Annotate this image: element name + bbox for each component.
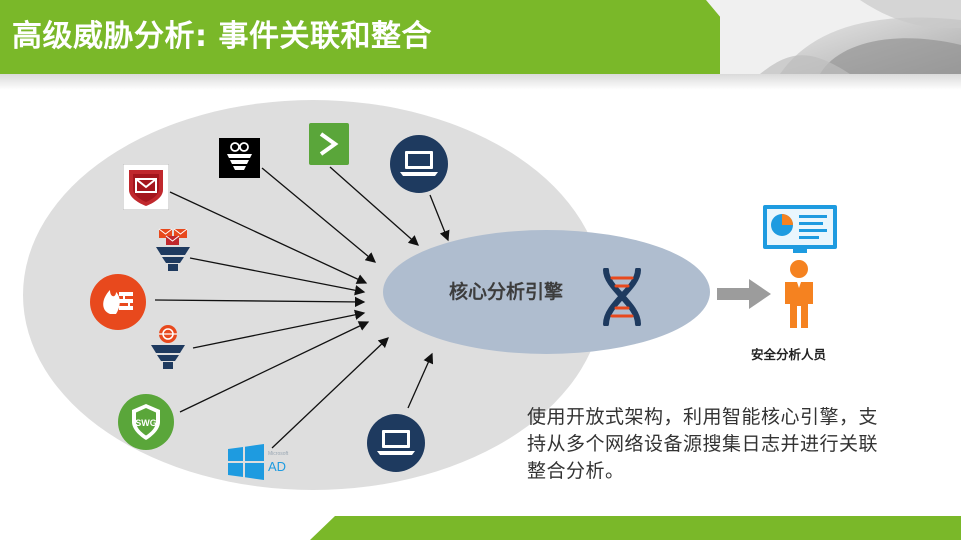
- arrow-laptop-top: [429, 194, 450, 242]
- secure-gateway-icon: [219, 138, 260, 178]
- arrow-mail: [169, 191, 368, 284]
- mail-security-icon: [123, 164, 169, 210]
- ad-small-label: Microsoft: [268, 451, 289, 457]
- windows-ad-icon: Microsoft AD: [228, 444, 289, 480]
- laptop-icon-bottom: [367, 414, 425, 472]
- page-title: 高级威胁分析: 事件关联和整合: [12, 19, 432, 54]
- terminal-icon: [309, 123, 349, 165]
- arrow-gateway: [261, 167, 376, 263]
- dna-icon: [603, 268, 641, 326]
- arrow-firewall: [154, 296, 366, 308]
- analyst-label: 安全分析人员: [751, 347, 827, 362]
- arrow-swg: [179, 321, 370, 413]
- description-text: 使用开放式架构，利用智能核心引擎，支持从多个网络设备源搜集日志并进行关联整合分析…: [527, 406, 879, 482]
- arrow-ad: [271, 337, 389, 449]
- arrow-web-funnel: [192, 309, 366, 349]
- web-funnel-icon: [151, 325, 185, 369]
- arrow-email-funnel: [189, 257, 366, 296]
- header-green-bar: [0, 0, 768, 74]
- email-funnel-icon: [156, 228, 190, 271]
- ad-label: AD: [268, 459, 286, 474]
- core-engine-ellipse: [383, 230, 710, 354]
- swg-label: SWG: [135, 418, 157, 428]
- swg-icon: SWG: [118, 394, 174, 450]
- arrow-laptop-bottom: [407, 352, 434, 409]
- arrow-terminal: [329, 166, 419, 246]
- laptop-icon: [390, 135, 448, 193]
- firewall-icon: [90, 274, 146, 330]
- footer-green-bar: [310, 516, 961, 540]
- dashboard-icon: [763, 205, 837, 253]
- engine-label: 核心分析引擎: [449, 281, 564, 303]
- person-icon: [785, 260, 813, 328]
- right-arrow-icon: [717, 279, 771, 309]
- header-shadow: [0, 74, 961, 90]
- header-swirl-decoration: [720, 0, 961, 74]
